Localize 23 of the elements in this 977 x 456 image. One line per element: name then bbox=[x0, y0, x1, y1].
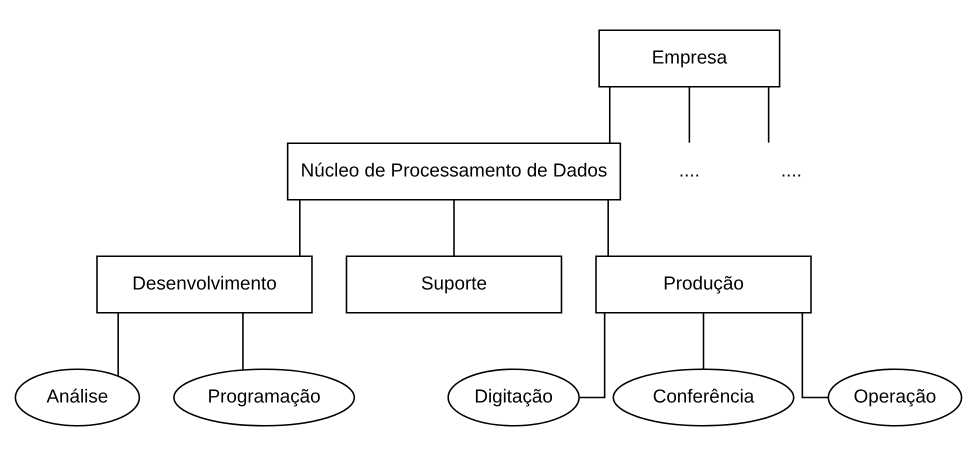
connector bbox=[242, 313, 244, 370]
node-ellipse: Análise bbox=[14, 368, 140, 427]
node-ellipse: Digitação bbox=[447, 368, 580, 427]
connector bbox=[768, 87, 770, 143]
node-ellipse: Programação bbox=[173, 368, 356, 427]
connector bbox=[117, 313, 119, 376]
connector bbox=[453, 200, 455, 256]
connector bbox=[802, 313, 828, 398]
node-box: Empresa bbox=[598, 30, 780, 88]
node-text: .... bbox=[780, 159, 802, 180]
connector bbox=[580, 313, 606, 398]
node-box: Núcleo de Processamento de Dados bbox=[286, 142, 622, 201]
node-ellipse: Conferência bbox=[612, 368, 795, 427]
connector bbox=[299, 200, 301, 256]
node-ellipse: Operação bbox=[828, 368, 962, 427]
node-box: Produção bbox=[595, 255, 812, 314]
connector bbox=[688, 87, 690, 143]
connector bbox=[608, 87, 611, 143]
node-text: .... bbox=[678, 159, 700, 180]
node-box: Suporte bbox=[346, 255, 562, 314]
connector bbox=[607, 200, 609, 256]
connector bbox=[702, 313, 704, 369]
node-box: Desenvolvimento bbox=[96, 255, 313, 314]
